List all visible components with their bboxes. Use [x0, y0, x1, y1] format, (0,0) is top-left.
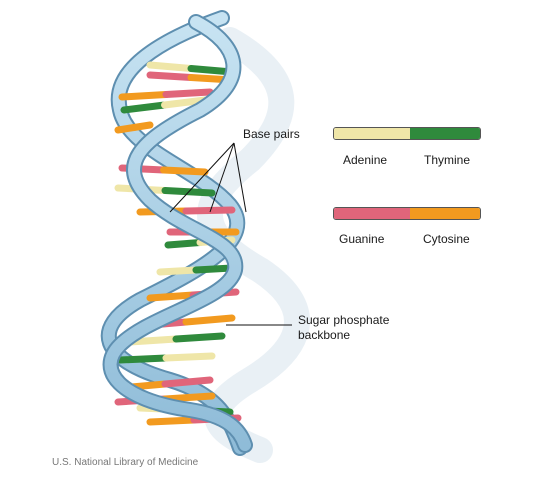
adenine-swatch — [334, 128, 410, 139]
thymine-label: Thymine — [424, 153, 471, 167]
thymine-swatch — [409, 128, 480, 139]
base-rod-17-right — [161, 392, 216, 403]
base-rod-4-right — [161, 96, 209, 109]
base-pairs-leader-lines — [169, 142, 247, 213]
base-rod-12-left — [146, 291, 197, 302]
backbone-label-line1: Sugar phosphate — [298, 313, 390, 327]
base-rod-19-left — [146, 416, 198, 426]
adenine-label: Adenine — [343, 153, 388, 167]
base-rod-6-right — [160, 166, 209, 176]
base-pairs-label: Base pairs — [243, 127, 300, 141]
base-rod-15-left — [116, 354, 170, 364]
cytosine-label: Cytosine — [423, 232, 470, 246]
helix-shadow — [197, 27, 310, 463]
adenine-thymine-swatch — [333, 127, 481, 140]
base-rod-11-right — [192, 264, 236, 274]
base-rod-2-left — [146, 71, 195, 81]
base-rod-16-right — [161, 376, 214, 388]
base-rod-14-left — [126, 335, 180, 346]
base-rod-1-left — [146, 61, 195, 72]
guanine-cytosine-swatch — [333, 207, 481, 220]
base-rod-3-left — [118, 91, 170, 101]
base-rod-14-right — [172, 332, 226, 343]
base-rod-3-right — [162, 88, 214, 98]
base-rod-13-right — [182, 314, 236, 326]
base-rod-11-left — [156, 266, 200, 276]
base-rod-10-left — [164, 239, 204, 249]
base-rod-4-left — [120, 101, 168, 114]
base-rod-8-right — [182, 206, 236, 215]
cytosine-swatch — [409, 208, 480, 219]
base-rod-5-right — [130, 121, 154, 131]
guanine-label: Guanine — [339, 232, 385, 246]
source-credit: U.S. National Library of Medicine — [52, 457, 199, 468]
backbone-label-line2: backbone — [298, 328, 351, 342]
base-rod-15-right — [162, 352, 216, 362]
guanine-swatch — [334, 208, 410, 219]
